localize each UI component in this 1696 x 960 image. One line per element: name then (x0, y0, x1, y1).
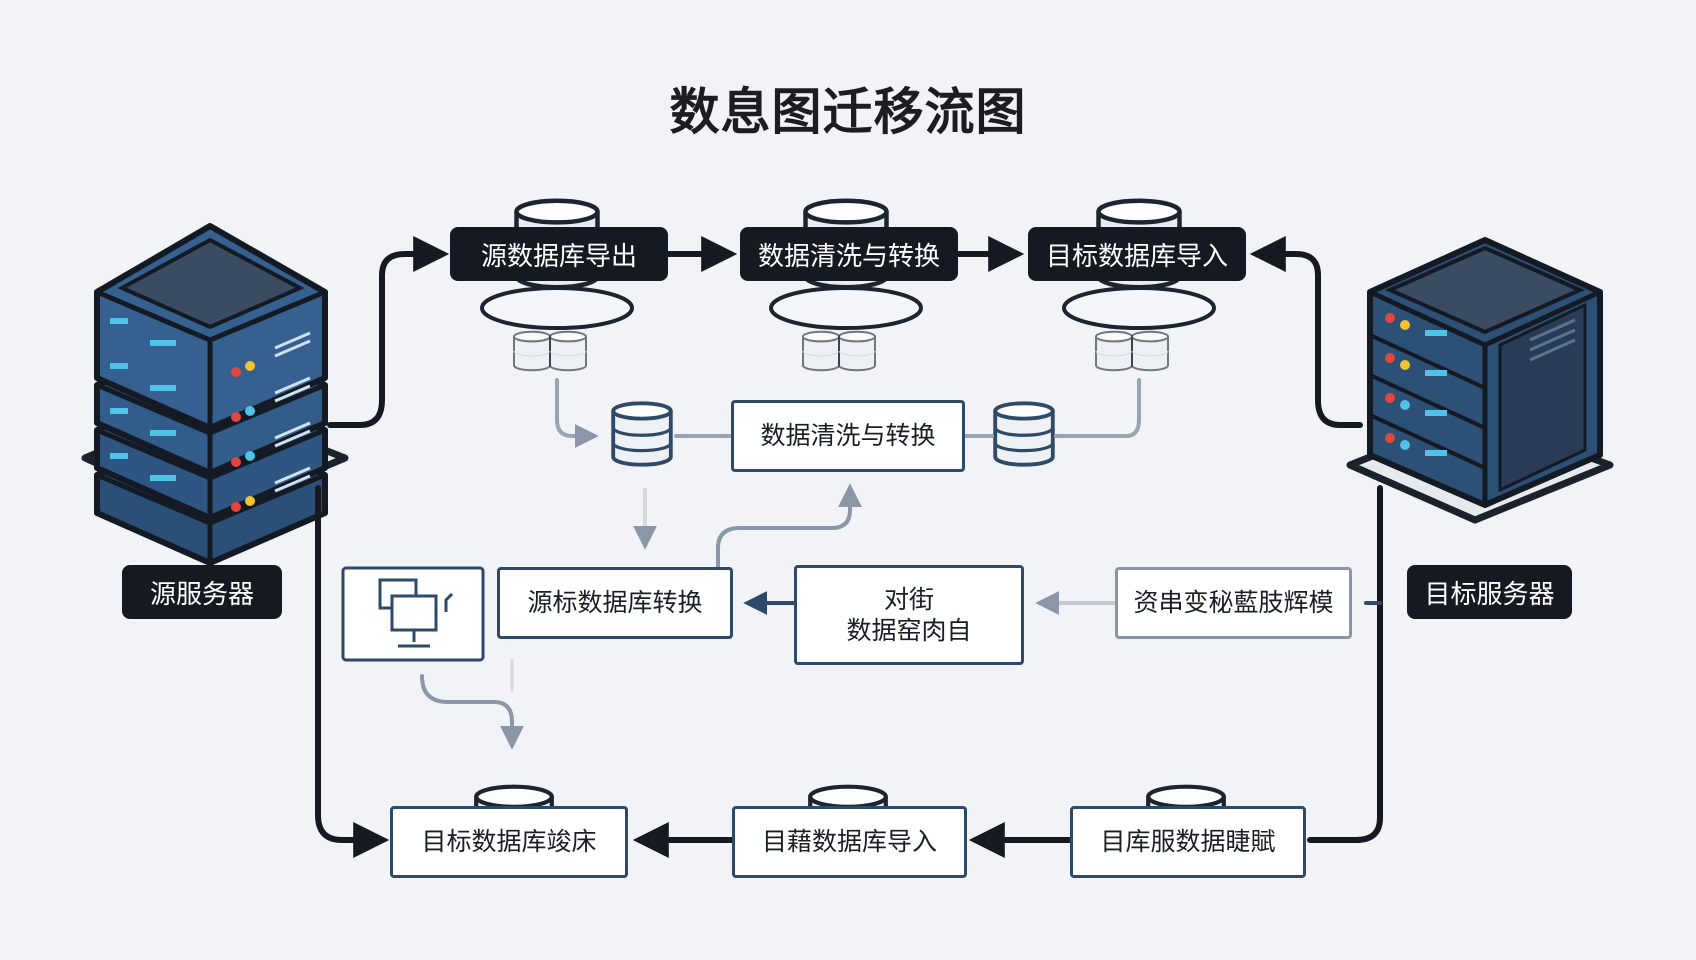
target-server-icon (1346, 237, 1614, 524)
import-step-label: 目标数据库导入 (1028, 227, 1246, 281)
middle-clean-box: 数据清洗与转换 (731, 400, 965, 472)
source-server-icon (81, 223, 349, 566)
target-server-label: 目标服务器 (1407, 565, 1572, 619)
convert-label: 源标数据库转换 (527, 588, 703, 618)
bottom-mid-box: 目藉数据库导入 (732, 806, 967, 878)
convert-box: 源标数据库转换 (497, 567, 733, 639)
source-server-label: 源服务器 (122, 565, 282, 619)
middle-clean-label: 数据清洗与转换 (760, 421, 936, 451)
center-process-line2: 数据窑肉自 (846, 616, 972, 645)
top-database-icons (480, 201, 1216, 372)
bottom-right-box: 目库服数据睫賦 (1070, 806, 1306, 878)
monitor-icon (341, 566, 485, 662)
export-step-label: 源数据库导出 (450, 227, 668, 281)
page-title: 数息图迁移流图 (669, 83, 1027, 141)
clean-step-label: 数据清洗与转换 (740, 227, 958, 281)
bottom-left-label: 目标数据库竣床 (421, 827, 597, 857)
bottom-left-box: 目标数据库竣床 (390, 806, 628, 878)
connector-lines (315, 236, 1383, 858)
bottom-mid-label: 目藉数据库导入 (761, 827, 937, 857)
right-process-box: 资串变秘藍肢辉模 (1115, 567, 1352, 639)
center-process-box: 对街 数据窑肉自 (794, 565, 1024, 665)
center-process-line1: 对街 (883, 584, 934, 614)
bottom-right-label: 目库服数据睫賦 (1100, 827, 1276, 857)
right-process-label: 资串变秘藍肢辉模 (1133, 588, 1334, 618)
